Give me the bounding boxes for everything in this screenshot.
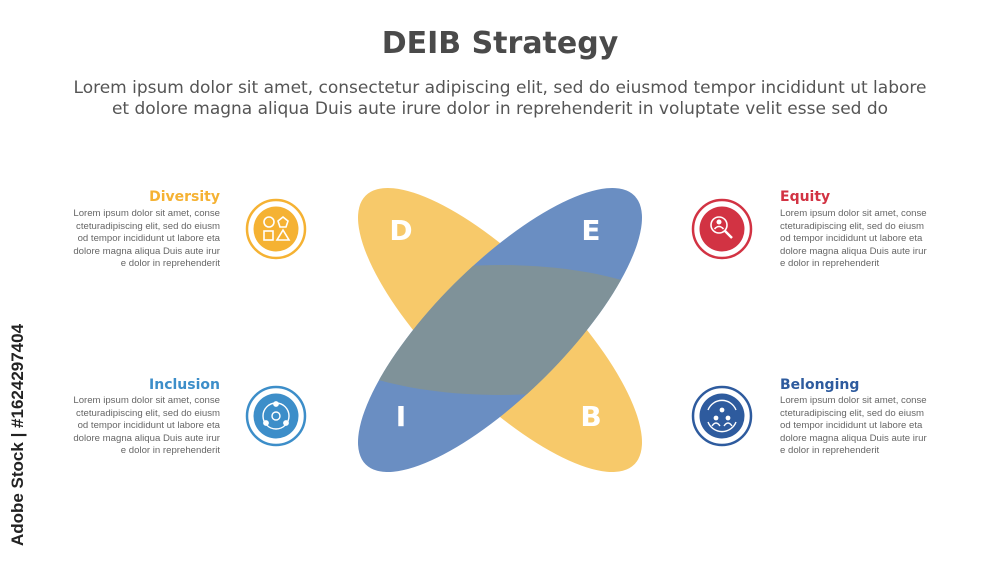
letter-b: B xyxy=(580,400,601,433)
text-line: e dolor in reprehenderit xyxy=(780,445,880,457)
page-subtitle: Lorem ipsum dolor sit amet, consectetur … xyxy=(40,78,960,120)
text-line: e dolor in reprehenderit xyxy=(120,445,220,457)
text-line: od tempor incididunt ut labore eta xyxy=(77,233,220,245)
text-line: dolore magna aliqua Duis aute irur xyxy=(780,432,927,444)
text-line: Lorem ipsum dolor sit amet, conse xyxy=(73,208,220,219)
text-line: od tempor incididunt ut labore eta xyxy=(77,420,220,432)
watermark-text: Adobe Stock | #1624297404 xyxy=(8,323,27,547)
inclusion-title: Inclusion xyxy=(149,377,220,393)
text-line: e dolor in reprehenderit xyxy=(780,258,880,270)
text-line: e dolor in reprehenderit xyxy=(120,258,220,270)
petal-overlap xyxy=(358,264,642,395)
text-line: od tempor incididunt ut labore eta xyxy=(780,233,923,245)
letter-e: E xyxy=(581,214,600,247)
equity-icon-badge xyxy=(691,198,753,260)
letter-i: I xyxy=(396,400,406,433)
text-line: Lorem ipsum dolor sit amet, conse xyxy=(780,208,927,219)
text-line: cteturadipiscing elit, sed do eiusm xyxy=(780,407,924,419)
diversity-text: Lorem ipsum dolor sit amet, conse ctetur… xyxy=(40,208,220,271)
belonging-icon-badge xyxy=(691,385,753,447)
equity-title: Equity xyxy=(780,189,831,205)
text-line: cteturadipiscing elit, sed do eiusm xyxy=(780,220,924,232)
diversity-title: Diversity xyxy=(149,189,220,205)
text-line: cteturadipiscing elit, sed do eiusm xyxy=(76,407,220,419)
subtitle-line-2: et dolore magna aliqua Duis aute irure d… xyxy=(111,99,889,119)
magnifier-person-icon xyxy=(710,216,733,239)
inclusion-text: Lorem ipsum dolor sit amet, conse ctetur… xyxy=(40,395,220,458)
subtitle-line-1: Lorem ipsum dolor sit amet, consectetur … xyxy=(73,78,927,98)
text-line: dolore magna aliqua Duis aute irur xyxy=(73,245,220,257)
equity-text: Lorem ipsum dolor sit amet, conse ctetur… xyxy=(780,208,960,271)
shapes-icon xyxy=(263,215,291,241)
belonging-title: Belonging xyxy=(780,377,860,393)
text-line: Lorem ipsum dolor sit amet, conse xyxy=(780,395,927,406)
text-line: dolore magna aliqua Duis aute irur xyxy=(73,432,220,444)
people-cycle-icon xyxy=(262,401,290,430)
letter-d: D xyxy=(389,214,412,247)
text-line: dolore magna aliqua Duis aute irur xyxy=(780,245,927,257)
page-title: DEIB Strategy xyxy=(381,26,619,61)
text-line: od tempor incididunt ut labore eta xyxy=(780,420,923,432)
text-line: Lorem ipsum dolor sit amet, conse xyxy=(73,395,220,406)
text-line: cteturadipiscing elit, sed do eiusm xyxy=(76,220,220,232)
belonging-text: Lorem ipsum dolor sit amet, conse ctetur… xyxy=(780,395,960,458)
diversity-icon-badge xyxy=(245,198,307,260)
group-arrows-icon xyxy=(707,399,737,433)
stock-watermark: Adobe Stock | #1624297404 xyxy=(4,310,32,560)
inclusion-icon-badge xyxy=(245,385,307,447)
